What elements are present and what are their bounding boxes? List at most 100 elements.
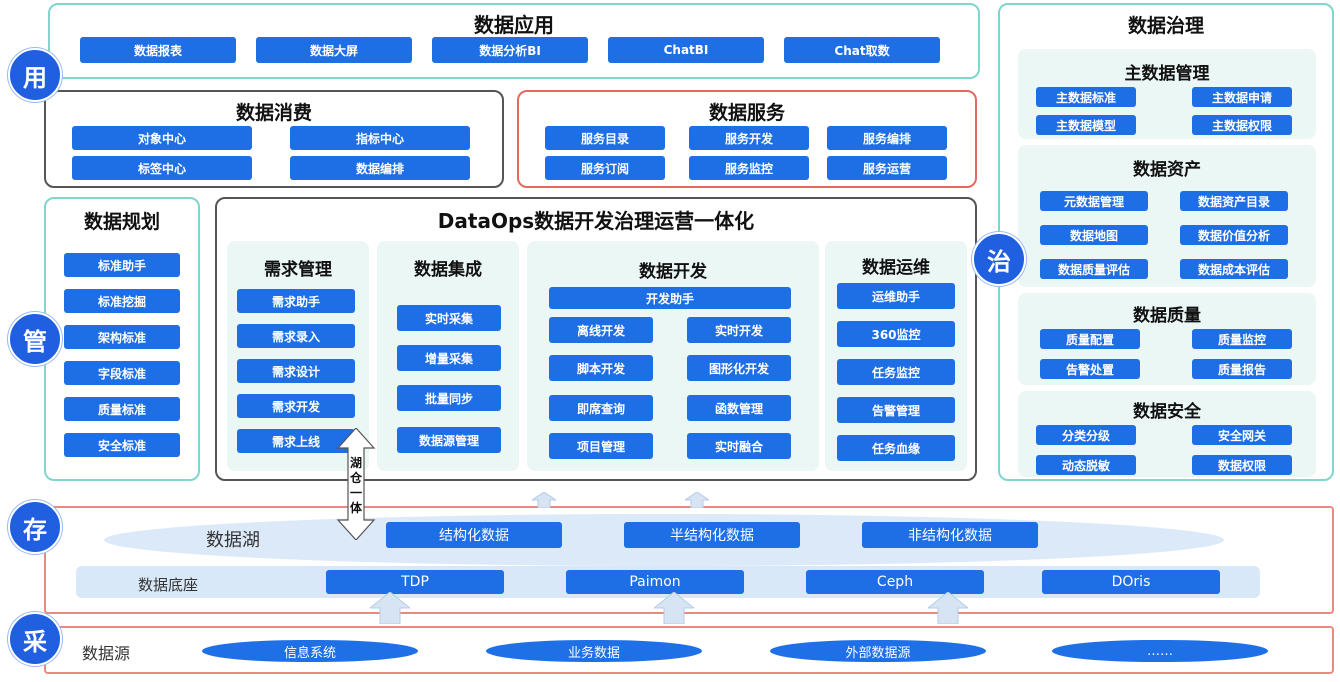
security-item[interactable]: 数据权限 xyxy=(1192,455,1292,475)
asset-item[interactable]: 元数据管理 xyxy=(1040,191,1148,211)
quality-section: 数据质量 质量配置 质量监控 告警处置 质量报告 xyxy=(1018,293,1316,385)
asset-item[interactable]: 数据成本评估 xyxy=(1180,259,1288,279)
dev-item[interactable]: 函数管理 xyxy=(687,395,791,421)
asset-item[interactable]: 数据地图 xyxy=(1040,225,1148,245)
ops-item[interactable]: 告警管理 xyxy=(837,397,955,423)
base-item[interactable]: DOris xyxy=(1042,570,1220,594)
use-circle-icon: 用 xyxy=(8,48,62,102)
req-item[interactable]: 需求助手 xyxy=(237,289,355,313)
quality-item[interactable]: 质量报告 xyxy=(1192,359,1292,379)
dev-item[interactable]: 实时开发 xyxy=(687,317,791,343)
integ-item[interactable]: 批量同步 xyxy=(397,385,501,411)
lake-item[interactable]: 结构化数据 xyxy=(386,522,562,548)
security-item[interactable]: 安全网关 xyxy=(1192,425,1292,445)
data-plan-item[interactable]: 标准挖掘 xyxy=(64,289,180,313)
data-consume-item[interactable]: 指标中心 xyxy=(290,126,470,150)
base-item[interactable]: Paimon xyxy=(566,570,744,594)
lake-item[interactable]: 半结构化数据 xyxy=(624,522,800,548)
data-plan-title: 数据规划 xyxy=(83,211,160,233)
integ-title: 数据集成 xyxy=(414,260,482,280)
dev-title: 数据开发 xyxy=(639,262,707,282)
data-app-item[interactable]: 数据分析BI xyxy=(432,37,588,63)
data-consume-title: 数据消费 xyxy=(235,102,312,124)
quality-title: 数据质量 xyxy=(1133,306,1201,326)
base-item[interactable]: Ceph xyxy=(806,570,984,594)
data-plan-item[interactable]: 架构标准 xyxy=(64,325,180,349)
lakehouse-arrow-icon xyxy=(336,428,376,540)
master-item[interactable]: 主数据模型 xyxy=(1036,115,1136,135)
quality-item[interactable]: 质量监控 xyxy=(1192,329,1292,349)
data-plan-item[interactable]: 质量标准 xyxy=(64,397,180,421)
data-consume-item[interactable]: 标签中心 xyxy=(72,156,252,180)
req-item[interactable]: 需求录入 xyxy=(237,324,355,348)
master-title: 主数据管理 xyxy=(1124,64,1210,84)
ops-section: 数据运维 运维助手 360监控 任务监控 告警管理 任务血缘 xyxy=(825,241,967,471)
store-circle-icon: 存 xyxy=(8,500,62,554)
integ-item[interactable]: 增量采集 xyxy=(397,345,501,371)
data-app-item[interactable]: 数据大屏 xyxy=(256,37,412,63)
quality-item[interactable]: 质量配置 xyxy=(1040,329,1140,349)
master-item[interactable]: 主数据标准 xyxy=(1036,87,1136,107)
master-item[interactable]: 主数据权限 xyxy=(1192,115,1292,135)
dev-item[interactable]: 离线开发 xyxy=(549,317,653,343)
data-service-item[interactable]: 服务订阅 xyxy=(545,156,665,180)
dev-item[interactable]: 实时融合 xyxy=(687,433,791,459)
lakehouse-label: 湖仓一体 xyxy=(350,456,363,515)
data-app-item[interactable]: Chat取数 xyxy=(784,37,940,63)
data-service-item[interactable]: 服务运营 xyxy=(827,156,947,180)
data-service-title: 数据服务 xyxy=(708,102,785,124)
dev-item[interactable]: 脚本开发 xyxy=(549,355,653,381)
security-section: 数据安全 分类分级 安全网关 动态脱敏 数据权限 xyxy=(1018,391,1316,477)
integ-item[interactable]: 数据源管理 xyxy=(397,427,501,453)
ops-item[interactable]: 任务监控 xyxy=(837,359,955,385)
security-item[interactable]: 分类分级 xyxy=(1036,425,1136,445)
data-service-item[interactable]: 服务监控 xyxy=(689,156,809,180)
data-consume-item[interactable]: 对象中心 xyxy=(72,126,252,150)
data-app-panel: 数据应用 数据报表 数据大屏 数据分析BI ChatBI Chat取数 xyxy=(48,3,980,79)
data-consume-item[interactable]: 数据编排 xyxy=(290,156,470,180)
base-item[interactable]: TDP xyxy=(326,570,504,594)
manage-circle-icon: 管 xyxy=(8,312,62,366)
dataops-panel: DataOps数据开发治理运营一体化 需求管理 需求助手 需求录入 需求设计 需… xyxy=(215,197,977,481)
dev-assistant-button[interactable]: 开发助手 xyxy=(549,287,791,309)
req-item[interactable]: 需求设计 xyxy=(237,359,355,383)
source-item[interactable]: …… xyxy=(1052,640,1268,662)
asset-item[interactable]: 数据质量评估 xyxy=(1040,259,1148,279)
governance-panel: 数据治理 主数据管理 主数据标准 主数据申请 主数据模型 主数据权限 数据资产 … xyxy=(998,3,1334,481)
data-app-item[interactable]: ChatBI xyxy=(608,37,764,63)
req-item[interactable]: 需求开发 xyxy=(237,394,355,418)
data-app-item[interactable]: 数据报表 xyxy=(80,37,236,63)
dev-item[interactable]: 项目管理 xyxy=(549,433,653,459)
data-service-item[interactable]: 服务目录 xyxy=(545,126,665,150)
ops-item[interactable]: 运维助手 xyxy=(837,283,955,309)
data-plan-panel: 数据规划 标准助手 标准挖掘 架构标准 字段标准 质量标准 安全标准 xyxy=(44,197,200,481)
security-item[interactable]: 动态脱敏 xyxy=(1036,455,1136,475)
governance-title: 数据治理 xyxy=(1127,15,1204,37)
data-plan-item[interactable]: 标准助手 xyxy=(64,253,180,277)
data-plan-item[interactable]: 安全标准 xyxy=(64,433,180,457)
source-item[interactable]: 外部数据源 xyxy=(770,640,986,662)
dev-item[interactable]: 即席查询 xyxy=(549,395,653,421)
data-plan-item[interactable]: 字段标准 xyxy=(64,361,180,385)
quality-item[interactable]: 告警处置 xyxy=(1040,359,1140,379)
master-item[interactable]: 主数据申请 xyxy=(1192,87,1292,107)
ops-item[interactable]: 360监控 xyxy=(837,321,955,347)
req-item[interactable]: 需求上线 xyxy=(237,429,355,453)
dataops-title: DataOps数据开发治理运营一体化 xyxy=(437,209,755,233)
req-section: 需求管理 需求助手 需求录入 需求设计 需求开发 需求上线 xyxy=(227,241,369,471)
data-service-item[interactable]: 服务编排 xyxy=(827,126,947,150)
asset-item[interactable]: 数据价值分析 xyxy=(1180,225,1288,245)
ops-item[interactable]: 任务血缘 xyxy=(837,435,955,461)
collect-circle-icon: 采 xyxy=(8,612,62,666)
dev-item[interactable]: 图形化开发 xyxy=(687,355,791,381)
data-service-item[interactable]: 服务开发 xyxy=(689,126,809,150)
source-item[interactable]: 业务数据 xyxy=(486,640,702,662)
lake-up-arrow-icon xyxy=(685,492,709,508)
source-item[interactable]: 信息系统 xyxy=(202,640,418,662)
req-title: 需求管理 xyxy=(264,260,332,280)
asset-item[interactable]: 数据资产目录 xyxy=(1180,191,1288,211)
integ-item[interactable]: 实时采集 xyxy=(397,305,501,331)
lake-item[interactable]: 非结构化数据 xyxy=(862,522,1038,548)
asset-section: 数据资产 元数据管理 数据资产目录 数据地图 数据价值分析 数据质量评估 数据成… xyxy=(1018,145,1316,287)
govern-circle-icon: 治 xyxy=(972,232,1026,286)
